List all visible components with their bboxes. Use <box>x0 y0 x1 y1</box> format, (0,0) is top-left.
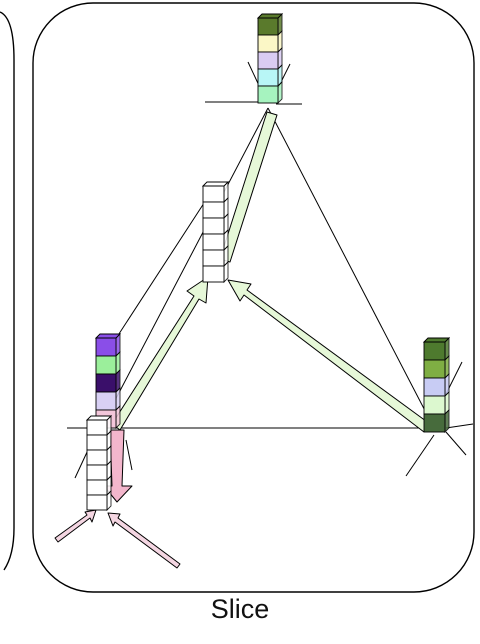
stack-cell <box>423 395 446 415</box>
node-stack-top <box>256 12 284 105</box>
stack-cell-side <box>223 260 229 284</box>
arrow-top-to-center <box>219 111 278 263</box>
stack-cell <box>423 377 446 397</box>
stack-cell <box>86 464 108 481</box>
stack-cell <box>202 201 225 219</box>
left-panel-border <box>0 11 15 571</box>
node-stack-left <box>94 332 122 430</box>
stack-cell <box>202 265 225 283</box>
node-stack-center <box>201 180 230 284</box>
stack-cell-top <box>201 181 230 187</box>
arrow-lowerleft-in-2 <box>107 512 181 569</box>
stack-cell-top <box>85 415 113 421</box>
stack-cell <box>423 413 446 433</box>
stack-cell <box>86 419 108 436</box>
stack-cell <box>257 34 279 53</box>
stack-cell <box>95 373 117 393</box>
stack-cell <box>202 217 225 235</box>
stack-cell <box>86 494 108 511</box>
stack-cell <box>202 233 225 251</box>
stack-cell-side <box>115 404 121 430</box>
stack-cell-side <box>444 408 450 434</box>
stack-cell <box>86 434 108 451</box>
stack-cell-top <box>422 337 451 343</box>
stack-cell-top <box>94 333 122 339</box>
stack-cell <box>257 68 279 87</box>
stack-cell-side <box>106 489 112 512</box>
stack-cell <box>86 479 108 496</box>
stack-cell <box>95 337 117 357</box>
stack-cell <box>257 51 279 70</box>
stack-cell <box>257 85 279 104</box>
main-panel-border <box>32 2 475 593</box>
stack-cell-top <box>256 13 284 19</box>
stack-cell <box>95 355 117 375</box>
stack-cell <box>257 17 279 36</box>
stack-cell <box>202 185 225 203</box>
stack-cell-side <box>277 80 283 105</box>
stack-cell <box>95 391 117 411</box>
arrow-lowerleft-in-1 <box>54 509 97 543</box>
node-stack-right <box>422 336 451 434</box>
stack-cell <box>423 341 446 361</box>
diagram-caption: Slice <box>210 594 270 624</box>
node-stack-lower-left <box>85 414 113 512</box>
stack-cell <box>86 449 108 466</box>
arrow-left-to-center <box>111 276 209 431</box>
flow-arrows <box>54 111 431 569</box>
stack-cell <box>202 249 225 267</box>
arrow-right-to-center <box>227 279 431 433</box>
stack-cell <box>423 359 446 379</box>
